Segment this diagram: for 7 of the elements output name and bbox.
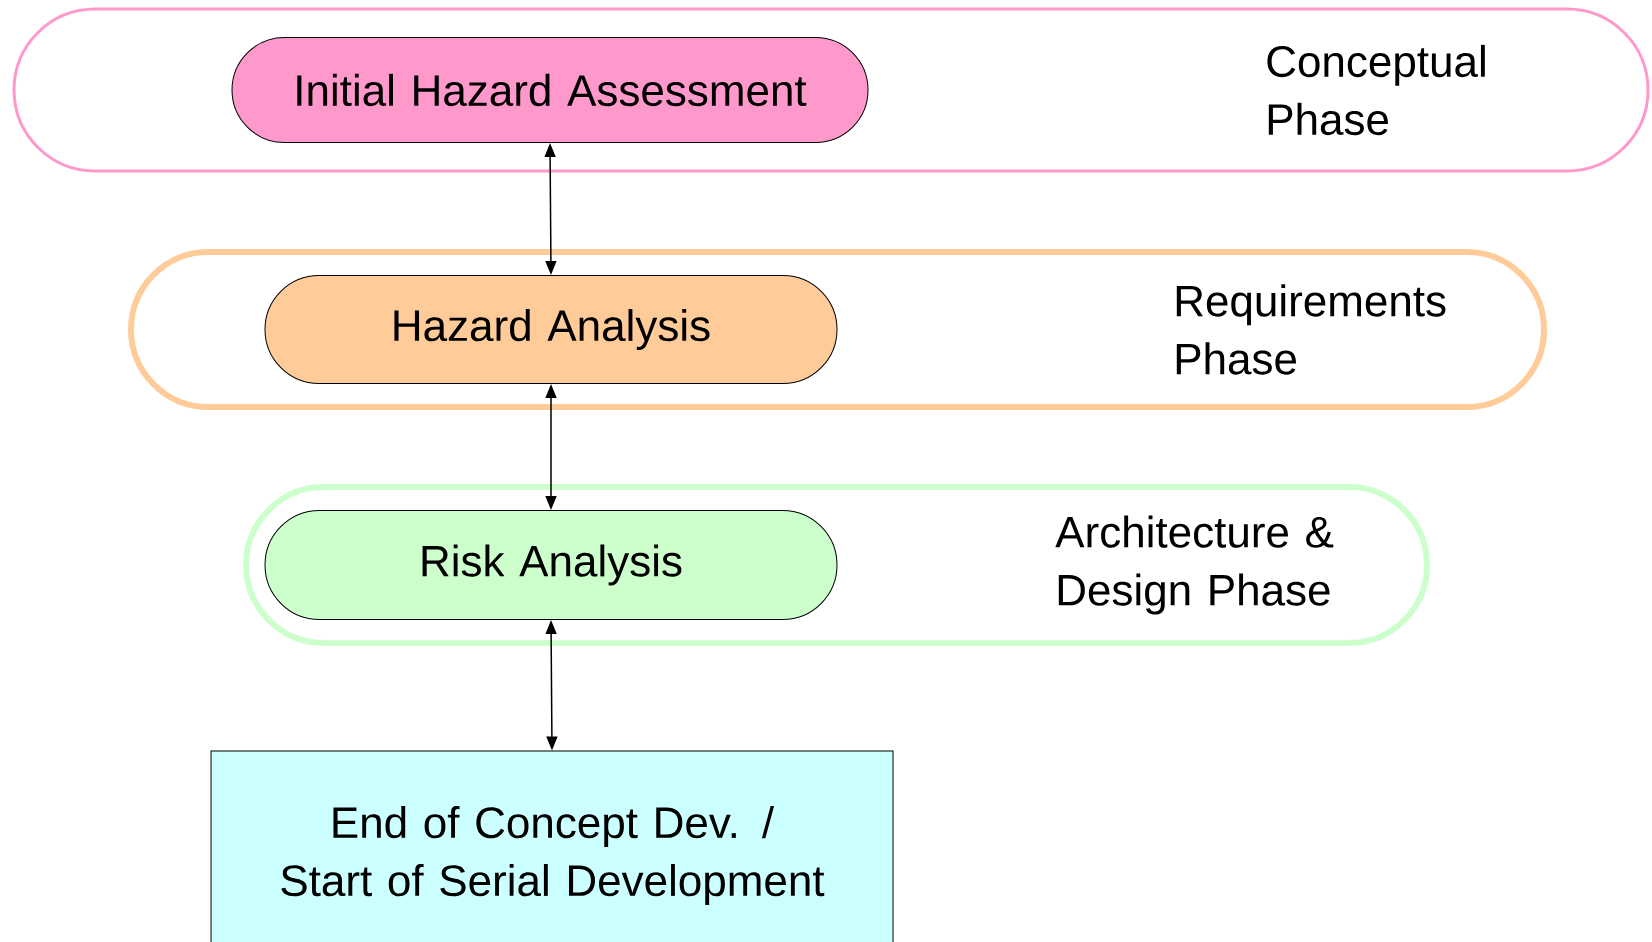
phase-label: Conceptual Phase bbox=[1267, 44, 1485, 136]
process-box: Risk Analysis bbox=[264, 510, 838, 620]
process-box: Hazard Analysis bbox=[264, 275, 838, 384]
process-box: Initial Hazard Assessment bbox=[231, 37, 869, 143]
phase-label: Requirements Phase bbox=[1176, 284, 1446, 375]
milestone-box: End of Concept Dev. / Start of Serial Development bbox=[210, 750, 894, 942]
phase-label: Architecture & Design Phase bbox=[1055, 515, 1334, 615]
